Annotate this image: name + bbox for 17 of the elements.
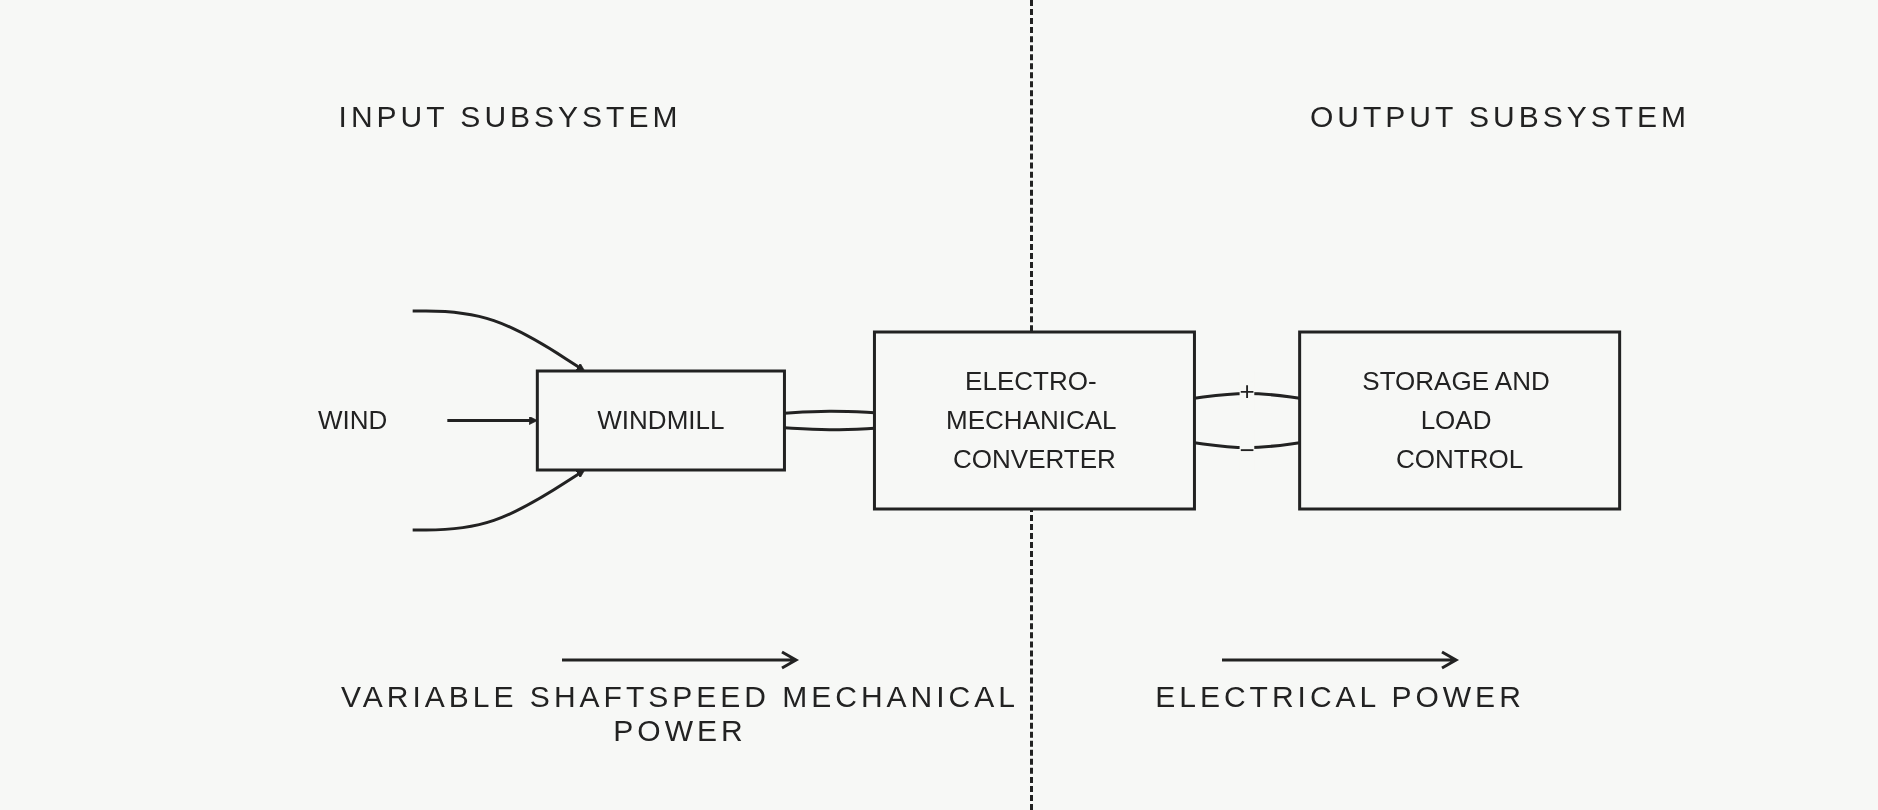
- arrow: [412, 309, 586, 371]
- node-box: WINDMILL: [536, 369, 787, 471]
- arrow: [447, 415, 538, 425]
- connector: [784, 425, 875, 431]
- node-box: STORAGE AND LOAD CONTROL: [1298, 330, 1622, 510]
- arrow: [412, 469, 586, 531]
- edge-label: −: [1239, 434, 1255, 464]
- subsystem-label: OUTPUT SUBSYSTEM: [1308, 100, 1692, 134]
- node-box: ELECTRO- MECHANICAL CONVERTER: [873, 330, 1197, 510]
- connector: [1194, 391, 1300, 400]
- edge-label: +: [1239, 375, 1255, 405]
- connector: [1194, 440, 1300, 449]
- subsystem-label: INPUT SUBSYSTEM: [337, 100, 683, 134]
- power-flow-label: ELECTRICAL POWER: [1154, 680, 1526, 714]
- node-text: WIND: [318, 404, 388, 435]
- power-flow-label: VARIABLE SHAFTSPEED MECHANICAL POWER: [340, 680, 1020, 748]
- connector: [784, 409, 875, 415]
